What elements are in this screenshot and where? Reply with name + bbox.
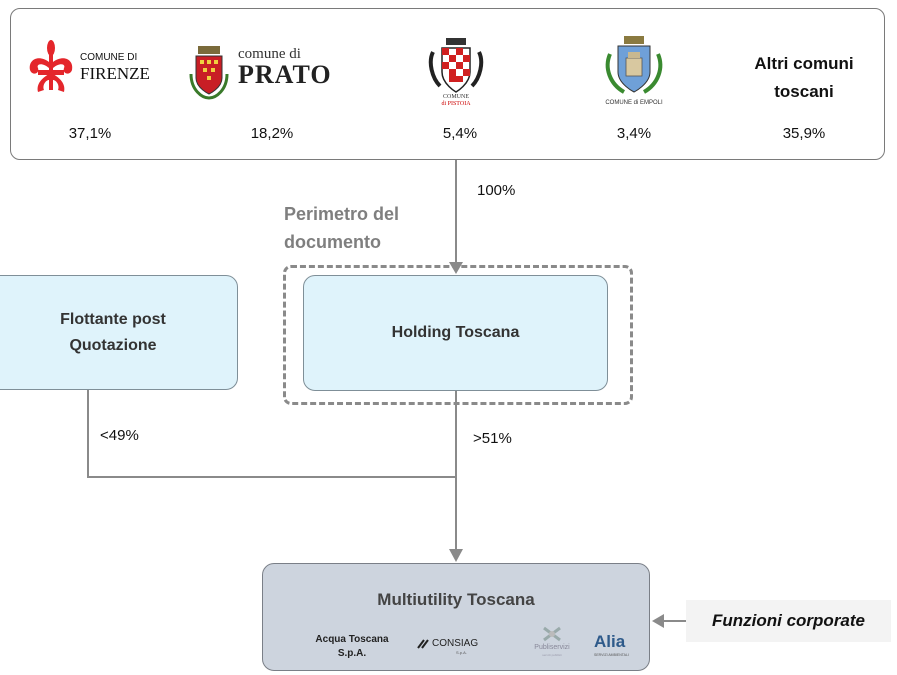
prato-crest-icon: [189, 46, 229, 100]
holding-box: Holding Toscana: [303, 275, 608, 391]
top-share-label: 100%: [477, 182, 516, 199]
other-municipalities-label: Altri comuni toscani: [754, 54, 854, 101]
empoli-logo: COMUNE di EMPOLI: [600, 36, 668, 110]
publiservizi-logo: Publiservizi servizi pubblici: [530, 626, 574, 662]
perimeter-dashed-box: [283, 265, 633, 405]
alia-label: Alia: [594, 632, 626, 651]
pistoia-crest-icon: [428, 38, 484, 93]
prato-logo: comune di PRATO: [188, 44, 358, 104]
shareholders-to-holding-line: [455, 160, 457, 268]
consiag-label: CONSIAG: [432, 638, 479, 649]
corporate-functions-label: Funzioni corporate: [712, 611, 865, 630]
arrowhead-multiutility-icon: [449, 549, 463, 562]
prato-logo-line2: PRATO: [238, 60, 332, 89]
consiag-tagline: S.p.A.: [456, 650, 467, 655]
florence-lily-icon: [29, 40, 73, 92]
float-down-line: [87, 390, 89, 478]
pistoia-logo-line2: di PISTOIA: [441, 101, 471, 107]
firenze-pct: 37,1%: [68, 125, 112, 142]
pistoia-logo: COMUNE di PISTOIA: [428, 38, 484, 112]
multiutility-label: Multiutility Toscana: [377, 590, 535, 609]
corporate-functions-arrow-icon: [652, 614, 688, 628]
publiservizi-label: Publiservizi: [534, 644, 570, 651]
corporate-functions-box: Funzioni corporate: [686, 600, 891, 642]
holding-label: Holding Toscana: [391, 324, 520, 341]
holding-share-label: >51%: [473, 430, 512, 447]
perimeter-label: Perimetro del documento: [284, 204, 400, 252]
alia-logo: Alia SERVIZI AMBIENTALI: [594, 632, 638, 662]
other-municipalities-pct: 35,9%: [782, 125, 826, 142]
firenze-logo: COMUNE DI FIRENZE: [26, 40, 156, 95]
firenze-logo-line1: COMUNE DI: [80, 52, 138, 63]
prato-logo-line1: comune di: [238, 46, 301, 62]
pistoia-pct: 5,4%: [442, 125, 478, 142]
float-box: Flottante post Quotazione: [0, 275, 238, 390]
holding-down-line: [455, 391, 457, 551]
publiservizi-tagline: servizi pubblici: [542, 653, 562, 657]
consiag-logo: CONSIAG S.p.A.: [416, 636, 486, 656]
float-label: Flottante post Quotazione: [60, 310, 166, 354]
consiag-slash-icon: [417, 639, 429, 649]
empoli-crest-icon: [605, 36, 663, 94]
publiservizi-icon: [543, 626, 561, 642]
acqua-toscana-logo: Acqua Toscana S.p.A.: [315, 634, 389, 659]
multiutility-box: [262, 563, 650, 671]
alia-tagline: SERVIZI AMBIENTALI: [594, 653, 629, 657]
empoli-logo-text: COMUNE di EMPOLI: [605, 100, 663, 106]
firenze-logo-line2: FIRENZE: [80, 64, 150, 83]
pistoia-logo-line1: COMUNE: [442, 94, 469, 100]
prato-pct: 18,2%: [250, 125, 294, 142]
empoli-pct: 3,4%: [616, 125, 652, 142]
float-horizontal-line: [87, 476, 457, 478]
float-share-label: <49%: [100, 427, 139, 444]
